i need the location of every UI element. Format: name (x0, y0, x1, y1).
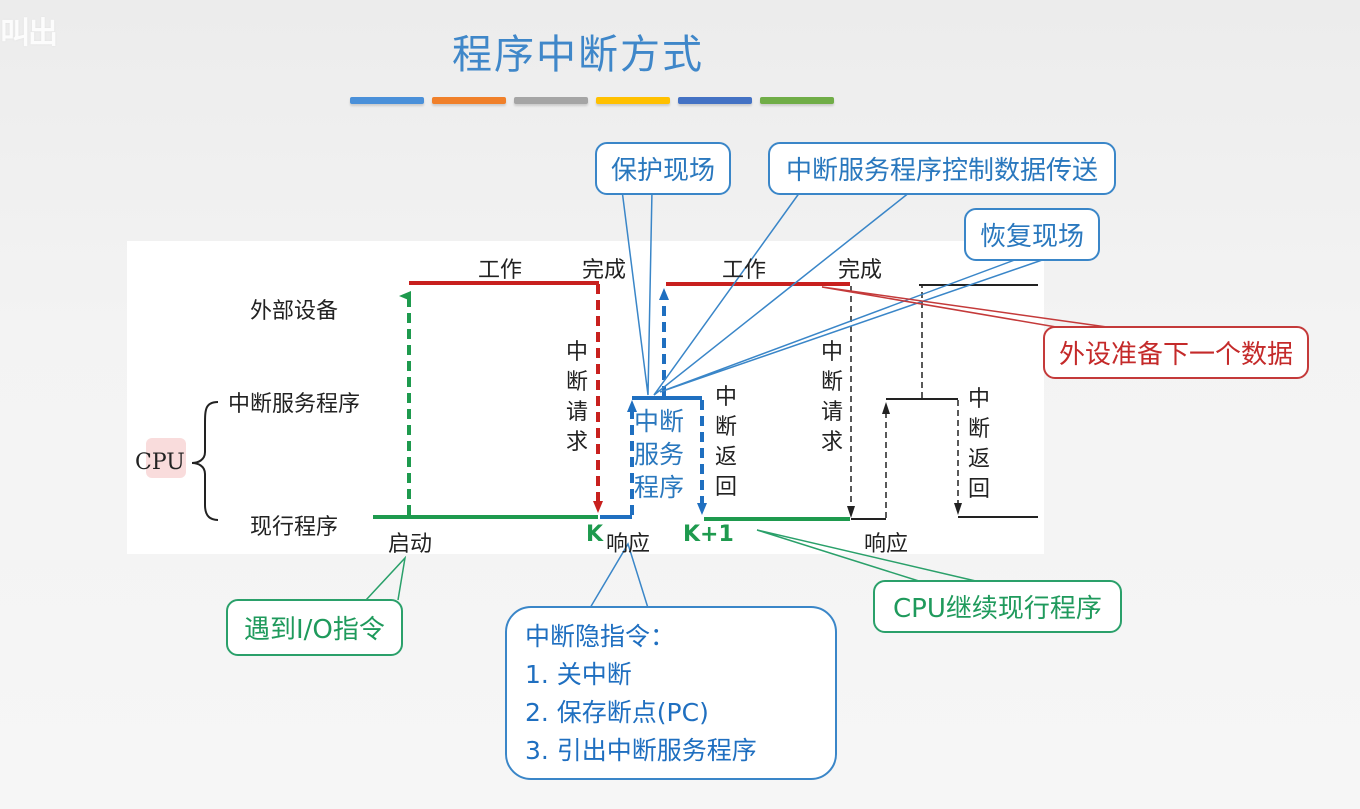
accent-bars (350, 97, 834, 104)
hidden-pointer (589, 542, 649, 609)
diagram-panel (127, 241, 1044, 554)
callout-restore-context: 恢复现场 (964, 208, 1101, 261)
callout-data-transfer: 中断服务程序控制数据传送 (768, 142, 1117, 195)
label-respond-1: 响应 (606, 532, 651, 557)
next-data-pointer (821, 286, 1115, 329)
transfer-pointer (653, 191, 911, 396)
callout-cpu-continue: CPU继续现行程序 (873, 580, 1122, 633)
protect-pointer (621, 189, 653, 396)
cpu-highlight (146, 438, 186, 478)
callout-hidden-instruction: 中断隐指令： 1. 关中断 2. 保存断点(PC) 3. 引出中断服务程序 (505, 606, 837, 780)
label-interrupt-request-2: 中断请求 (820, 340, 843, 455)
hidden-instruction-item: 1. 关中断 (525, 660, 632, 689)
label-work-2: 工作 (722, 258, 767, 283)
label-k: K (586, 522, 604, 547)
label-interrupt-request-1: 中断请求 (565, 340, 588, 455)
slide-title: 程序中断方式 (452, 32, 704, 78)
continue-pointer (756, 529, 981, 583)
accent-bar (514, 97, 588, 104)
accent-bar (760, 97, 834, 104)
label-done-1: 完成 (582, 258, 627, 283)
label-respond-2: 响应 (864, 532, 909, 557)
accent-bar (350, 97, 424, 104)
label-interrupt-return-2: 中断返回 (967, 387, 990, 502)
label-start: 启动 (388, 532, 433, 557)
hidden-instruction-item: 2. 保存断点(PC) (525, 698, 709, 727)
accent-bar (596, 97, 670, 104)
hidden-instruction-item: 3. 引出中断服务程序 (525, 736, 757, 765)
hidden-instruction-title: 中断隐指令： (525, 622, 676, 651)
label-k-plus-1: K+1 (683, 522, 734, 547)
restore-pointer (659, 257, 1049, 393)
row-label-cpu: CPU (135, 450, 185, 475)
label-interrupt-return-1: 中断返回 (714, 385, 737, 500)
watermark-logo: 叫出 (0, 16, 58, 51)
label-done-2: 完成 (838, 258, 883, 283)
row-label-device: 外部设备 (250, 299, 339, 324)
callout-next-data: 外设准备下一个数据 (1043, 326, 1310, 379)
accent-bar (432, 97, 506, 104)
cpu-brace (191, 401, 219, 521)
isr-block-label: 中断服务程序 (634, 407, 685, 502)
row-label-current: 现行程序 (250, 515, 339, 540)
row-label-isr: 中断服务程序 (228, 392, 361, 417)
accent-bar (678, 97, 752, 104)
io-pointer (365, 555, 407, 601)
callout-protect-context: 保护现场 (595, 142, 732, 195)
label-work-1: 工作 (478, 258, 523, 283)
callout-io-instruction: 遇到I/O指令 (226, 599, 403, 656)
